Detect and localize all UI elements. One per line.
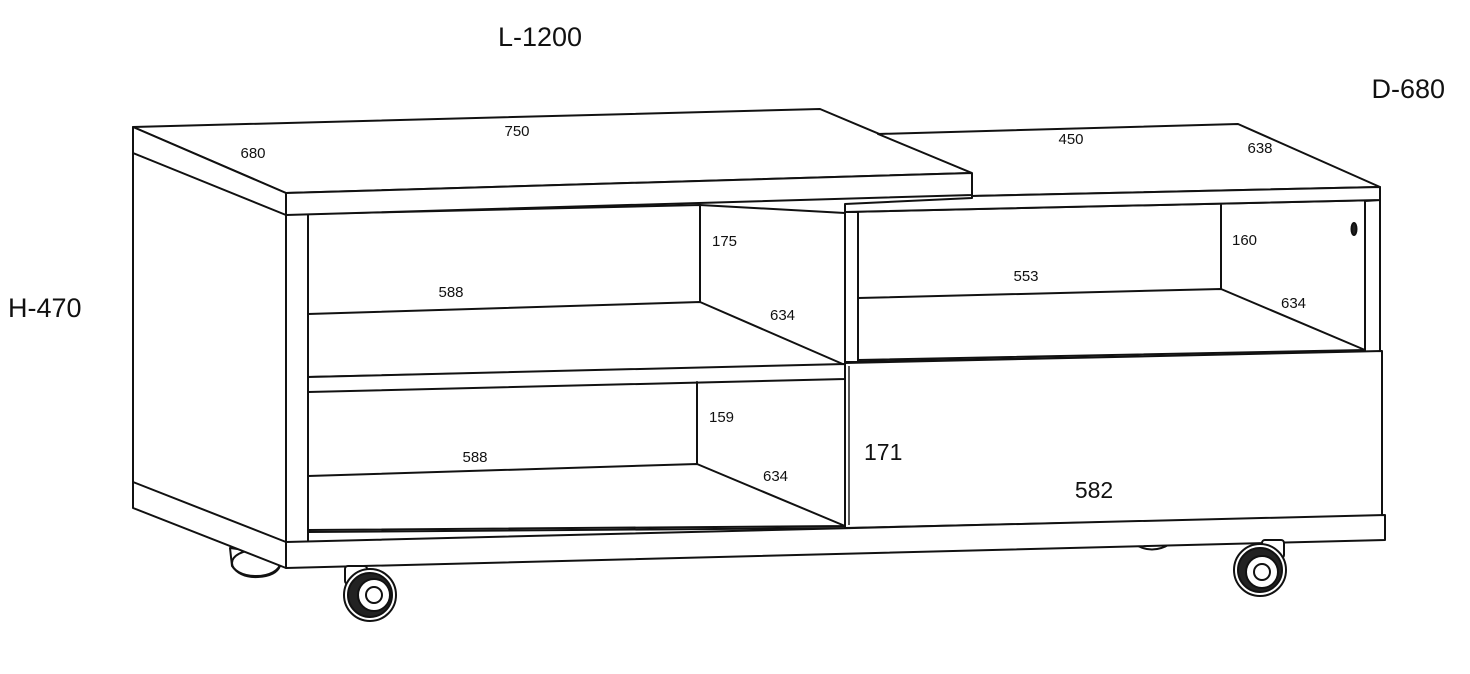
caster-front-left — [343, 565, 397, 622]
top-right-depth-label: 638 — [1247, 140, 1272, 157]
upper-right-shelf-board — [857, 288, 1366, 361]
lower-left-shelf-height-label: 159 — [709, 409, 734, 426]
upper-right-shelf-height-label: 160 — [1232, 232, 1257, 249]
caster-front-right — [1233, 539, 1287, 597]
lower-left-shelf-depth-label: 634 — [763, 468, 788, 485]
drawer-height-label: 171 — [864, 439, 902, 465]
upper-right-shelf-depth-label: 634 — [1281, 295, 1306, 312]
top-left-width-label: 750 — [504, 123, 529, 140]
left-side-front-edge — [285, 212, 309, 549]
top-right-width-label: 450 — [1058, 131, 1083, 148]
overall-height-label: H-470 — [8, 293, 82, 323]
top-left-depth-label: 680 — [240, 145, 265, 162]
bottom-plinth-front — [285, 514, 1386, 569]
left-side-panel — [132, 152, 287, 549]
upper-left-shelf-depth-label: 634 — [770, 307, 795, 324]
upper-left-shelf-height-label: 175 — [712, 233, 737, 250]
overall-depth-label: D-680 — [1371, 74, 1445, 104]
lower-left-shelf-width-label: 588 — [462, 449, 487, 466]
cable-hole-icon — [1350, 222, 1358, 236]
right-top-board-front — [844, 186, 1381, 213]
drawer-width-label: 582 — [1075, 477, 1113, 503]
right-center-divider — [844, 211, 859, 363]
overall-length-label: L-1200 — [498, 22, 582, 52]
right-side-edge — [1364, 199, 1381, 353]
upper-right-shelf-width-label: 553 — [1013, 268, 1038, 285]
upper-left-shelf-width-label: 588 — [438, 284, 463, 301]
drawer-front — [844, 350, 1383, 529]
